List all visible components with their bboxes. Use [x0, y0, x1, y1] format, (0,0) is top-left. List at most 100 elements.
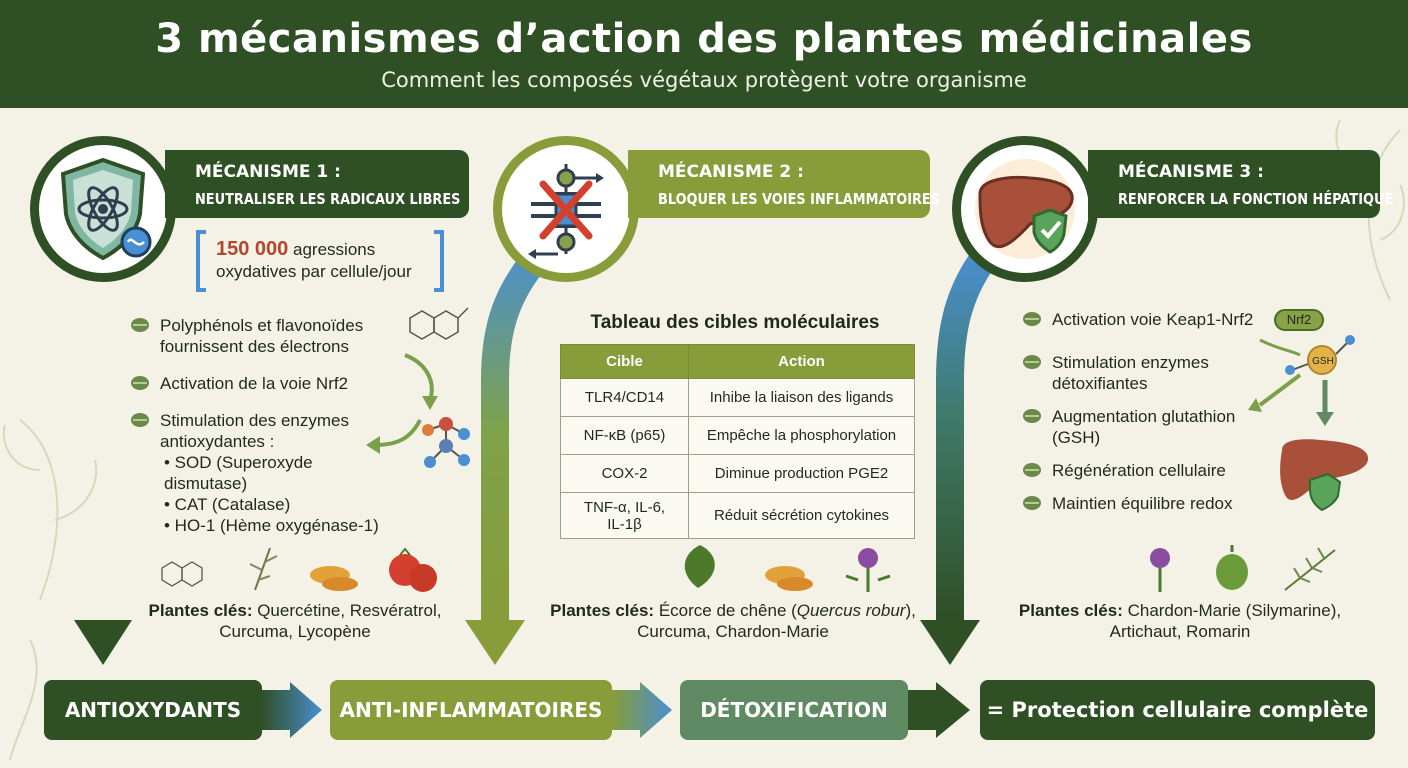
- enzyme-item: • HO-1 (Hème oxygénase-1): [164, 516, 379, 535]
- key-plants-mech3: Plantes clés: Chardon-Marie (Silymarine)…: [1015, 600, 1345, 642]
- flow-arrow-1: [262, 682, 322, 738]
- gsh-badge: GSH: [1312, 356, 1334, 367]
- table-row: NF-κB (p65) Empêche la phosphorylation: [560, 416, 915, 455]
- mechanism-3-header: MÉCANISME 3 : RENFORCER LA FONCTION HÉPA…: [1088, 150, 1394, 218]
- key-plants-text: Quercétine, Resvératrol,: [252, 601, 442, 620]
- table-cell-target: NF-κB (p65): [560, 416, 689, 455]
- list-item-text: Activation voie Keap1-Nrf2: [1052, 310, 1254, 329]
- leaf-bullet-icon: [131, 413, 149, 427]
- bracket-left: [196, 230, 206, 292]
- plant-icons-mech2: [684, 545, 891, 592]
- plant-icons-mech1: [161, 547, 437, 592]
- list-item-text: Activation de la voie Nrf2: [160, 374, 349, 393]
- key-plants-label: Plantes clés:: [1018, 601, 1123, 620]
- list-item: Stimulation enzymes détoxifiantes: [1022, 352, 1212, 394]
- table-cell-action: Inhibe la liaison des ligands: [688, 378, 915, 417]
- molecule-diagram-1: [409, 307, 469, 340]
- stat-text-1: agressions: [288, 240, 376, 259]
- list-item-text: Stimulation des enzymes antioxydantes :: [160, 411, 349, 451]
- mechanism-2-label: MÉCANISME 2 :: [658, 162, 804, 182]
- nrf2-badge: Nrf2: [1274, 309, 1324, 331]
- mechanism-3-label: MÉCANISME 3 :: [1118, 162, 1264, 182]
- key-plants-label: Plantes clés:: [550, 601, 655, 620]
- key-plants-text: Chardon-Marie (Silymarine),: [1122, 601, 1342, 620]
- list-item-text: Stimulation enzymes détoxifiantes: [1052, 353, 1209, 393]
- mechanism-1-icon-circle: [30, 136, 176, 282]
- table-cell-action: Réduit sécrétion cytokines: [688, 492, 915, 539]
- table-cell-action: Empêche la phosphorylation: [688, 416, 915, 455]
- list-item-text: Maintien équilibre redox: [1052, 494, 1233, 513]
- list-item-text: Régénération cellulaire: [1052, 461, 1226, 480]
- vertical-arrow-3-head: [920, 620, 980, 665]
- key-plants-text: Curcuma, Chardon-Marie: [637, 622, 829, 641]
- flow-arrow-2: [612, 682, 672, 738]
- page-title: 3 mécanismes d’action des plantes médici…: [155, 16, 1253, 62]
- shield-atom-icon: [60, 157, 152, 261]
- enzyme-item: • SOD (Superoxyde dismutase): [164, 453, 313, 493]
- molecular-targets-table: Cible Action TLR4/CD14 Inhibe la liaison…: [560, 344, 915, 539]
- list-item: Régénération cellulaire: [1022, 460, 1282, 481]
- table-title: Tableau des cibles moléculaires: [590, 312, 880, 333]
- leaf-bullet-icon: [131, 318, 149, 332]
- table-row: TLR4/CD14 Inhibe la liaison des ligands: [560, 378, 915, 417]
- mechanism-1-name: NEUTRALISER LES RADICAUX LIBRES: [195, 190, 461, 208]
- table-cell-target: COX-2: [560, 454, 689, 493]
- mechanism-1-header: MÉCANISME 1 : NEUTRALISER LES RADICAUX L…: [165, 150, 469, 218]
- oxidative-stat-callout: 150 000 agressions oxydatives par cellul…: [196, 230, 444, 292]
- key-plants-text: Artichaut, Romarin: [1109, 622, 1251, 641]
- leaf-bullet-icon: [1023, 355, 1041, 369]
- flow-antioxydants: ANTIOXYDANTS: [44, 680, 262, 740]
- mechanism-2-icon-circle: [493, 136, 639, 282]
- mechanism-2-name: BLOQUER LES VOIES INFLAMMATOIRES: [658, 190, 941, 208]
- list-item-text: Augmentation glutathion (GSH): [1052, 407, 1236, 447]
- key-plants-latin: Quercus robur: [796, 601, 906, 620]
- table-cell-action: Diminue production PGE2: [688, 454, 915, 493]
- mechanism-1-label: MÉCANISME 1 :: [195, 162, 341, 182]
- mechanism-3-name: RENFORCER LA FONCTION HÉPATIQUE: [1118, 190, 1394, 208]
- stat-number: 150 000: [216, 238, 289, 260]
- leaf-bullet-icon: [1023, 463, 1041, 477]
- vertical-arrow-2-head: [465, 620, 525, 665]
- blocked-pathway-icon: [528, 164, 604, 259]
- flow-detoxification: DÉTOXIFICATION: [680, 680, 908, 740]
- table-cell-target: TNF-α, IL-6, IL-1β: [560, 492, 689, 539]
- leaf-bullet-icon: [1023, 496, 1041, 510]
- table-cell-target: TLR4/CD14: [560, 378, 689, 417]
- vertical-arrow-3: [936, 241, 1002, 620]
- key-plants-label: Plantes clés:: [148, 601, 253, 620]
- table-header-cible: Cible: [560, 344, 689, 379]
- list-item-text: Polyphénols et flavonoïdes fournissent d…: [160, 316, 364, 356]
- flow-anti-inflammatoires: ANTI-INFLAMMATOIRES: [330, 680, 612, 740]
- leaf-bullet-icon: [1023, 312, 1041, 326]
- plant-icons-mech3: [1150, 545, 1336, 592]
- flow-protection-complete: = Protection cellulaire complète: [980, 680, 1375, 740]
- flow-arrow-3: [908, 682, 970, 738]
- key-plants-mech2: Plantes clés: Écorce de chêne (Quercus r…: [548, 600, 918, 642]
- list-item: Activation de la voie Nrf2: [130, 373, 390, 394]
- stat-text-2: oxydatives par cellule/jour: [216, 262, 412, 281]
- list-item: Maintien équilibre redox: [1022, 493, 1282, 514]
- enzyme-sublist: • SOD (Superoxyde dismutase) • CAT (Cata…: [130, 452, 390, 536]
- table-row: TNF-α, IL-6, IL-1β Réduit sécrétion cyto…: [560, 492, 915, 539]
- bracket-right: [434, 230, 444, 292]
- table-row: COX-2 Diminue production PGE2: [560, 454, 915, 493]
- leaf-bullet-icon: [1023, 409, 1041, 423]
- mechanism-1-list: Polyphénols et flavonoïdes fournissent d…: [130, 315, 390, 536]
- list-item: Stimulation des enzymes antioxydantes :: [130, 410, 390, 452]
- vertical-arrow-2: [481, 235, 559, 620]
- mechanism-2-header: MÉCANISME 2 : BLOQUER LES VOIES INFLAMMA…: [628, 150, 941, 218]
- page-subtitle: Comment les composés végétaux protègent …: [381, 68, 1027, 92]
- key-plants-text: Écorce de chêne (: [654, 601, 797, 620]
- list-item: Polyphénols et flavonoïdes fournissent d…: [130, 315, 390, 357]
- key-plants-text: ),: [905, 601, 916, 620]
- liver-shield-icon: [975, 159, 1075, 259]
- vertical-arrow-1-head: [74, 620, 132, 665]
- gsh-badge-text: GSH: [1312, 356, 1334, 367]
- key-plants-mech1: Plantes clés: Quercétine, Resvératrol, C…: [130, 600, 460, 642]
- mechanism-3-list: Activation voie Keap1-Nrf2 Stimulation e…: [1022, 309, 1282, 526]
- mechanism-3-icon-circle: [952, 136, 1098, 282]
- page-header: 3 mécanismes d’action des plantes médici…: [0, 0, 1408, 108]
- table-header-action: Action: [688, 344, 915, 379]
- list-item: Activation voie Keap1-Nrf2: [1022, 309, 1282, 330]
- network-molecule-1: [422, 417, 470, 468]
